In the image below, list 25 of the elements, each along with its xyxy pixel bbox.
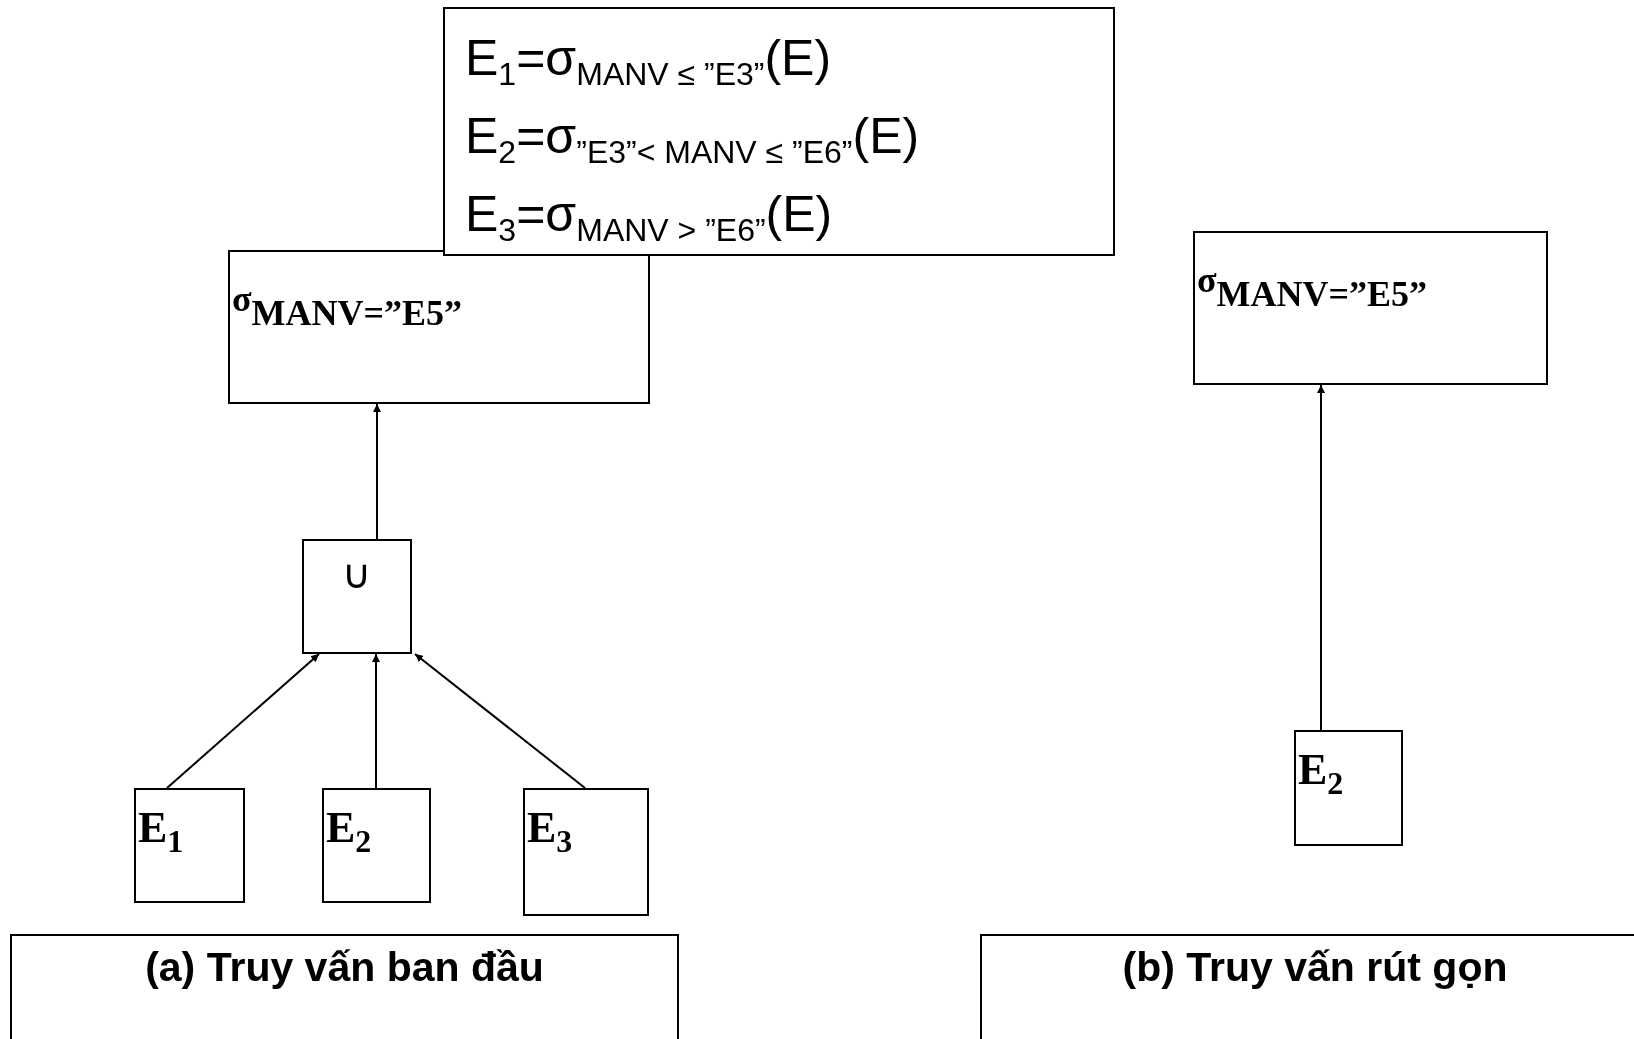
relation-box [322, 788, 431, 903]
caption-text: (b) Truy vấn rút gọn [1121, 944, 1509, 991]
formula-text: E$_{2}$=σ$_{”E3”< MANV ≤ ”E6”}$(E) [464, 107, 921, 172]
formula-text: E$_{3}$=σ$_{MANV > ”E6”}$(E) [464, 185, 834, 250]
relation-label: E$_{1}$ [138, 802, 184, 860]
arrow [166, 653, 320, 789]
relation-box [134, 788, 245, 903]
caption-box [980, 934, 1634, 1039]
arrow [414, 653, 586, 789]
relation-label: E$_{2}$ [1298, 744, 1344, 802]
arrow [373, 403, 381, 540]
formula-text: E$_{1}$=σ$_{MANV ≤ ”E3”}$(E) [464, 29, 833, 94]
formula-box [443, 7, 1115, 256]
relation-box [1294, 730, 1403, 846]
operator-box [302, 539, 412, 654]
relation-label: E$_{3}$ [527, 802, 573, 860]
relation-label: E$_{2}$ [326, 802, 372, 860]
arrow [372, 653, 380, 789]
union-symbol: ∪ [342, 551, 372, 597]
arrow [1317, 384, 1325, 731]
relation-box [523, 788, 649, 916]
caption-box [10, 934, 679, 1039]
operator-box [1193, 231, 1548, 385]
caption-text: (a) Truy vấn ban đầu [144, 944, 545, 991]
operator-box [228, 250, 650, 404]
